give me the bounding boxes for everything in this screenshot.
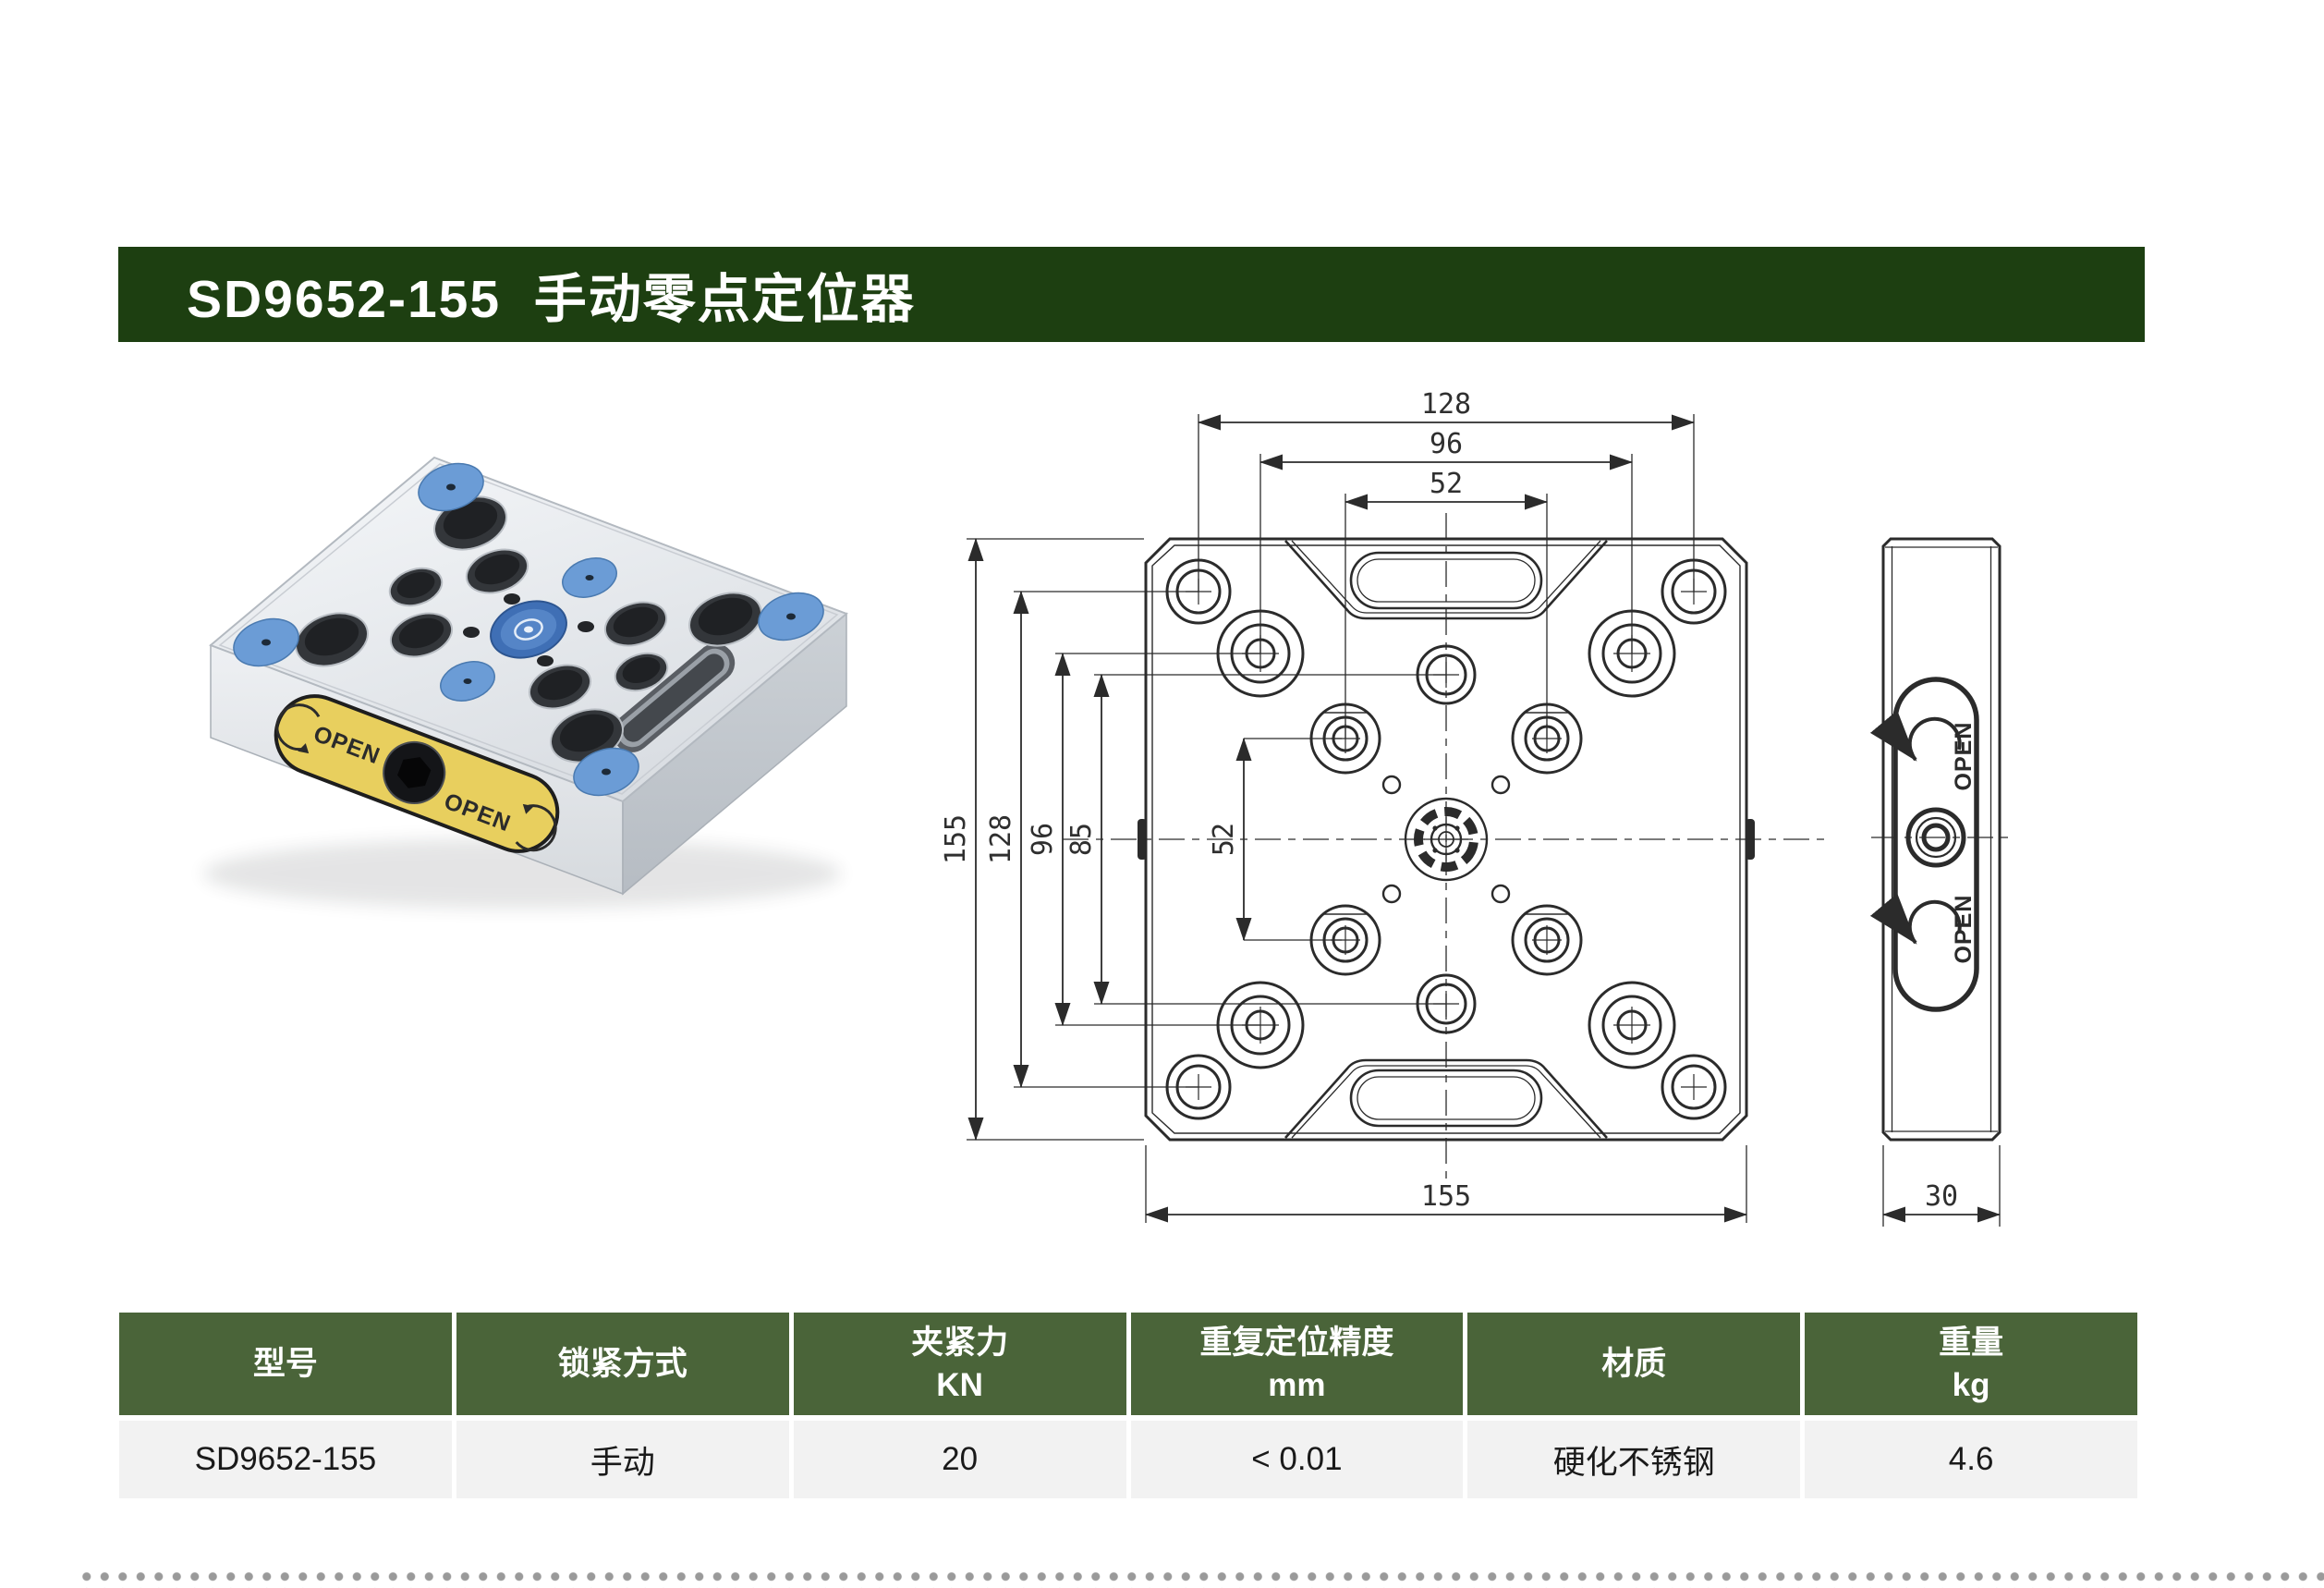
dim-top-52: 52 bbox=[1430, 468, 1463, 500]
side-open-top-text: OPEN bbox=[1951, 722, 1977, 791]
cell-clamp-force: 20 bbox=[793, 1421, 1126, 1498]
dim-inner-52: 52 bbox=[1208, 823, 1240, 856]
cell-model: SD9652-155 bbox=[119, 1421, 452, 1498]
small-holes bbox=[1381, 775, 1511, 904]
open-arrow-left-head bbox=[298, 743, 310, 754]
dim-left-85: 85 bbox=[1065, 823, 1098, 856]
col-header-lock-type: 锁紧方式 bbox=[456, 1313, 789, 1415]
dim-left-128: 128 bbox=[985, 814, 1017, 864]
col-header-material: 材质 bbox=[1467, 1313, 1801, 1415]
hex-socket-rim bbox=[383, 740, 446, 804]
technical-drawing: 128 96 52 155 128 96 85 52 155 30 OPEN O… bbox=[924, 388, 2162, 1239]
cell-weight: 4.6 bbox=[1805, 1421, 2137, 1498]
dim-bottom-155: 155 bbox=[1421, 1180, 1471, 1213]
blue-caps bbox=[233, 462, 824, 797]
open-label-plate: OPEN OPEN bbox=[274, 694, 560, 853]
side-knob bbox=[1905, 807, 1966, 868]
dim-top-96: 96 bbox=[1430, 428, 1463, 460]
product-photo-svg: OPEN OPEN bbox=[203, 456, 848, 909]
title-bar: SD9652-155 手动零点定位器 bbox=[118, 247, 2145, 342]
front-view-outline bbox=[1144, 537, 1748, 1142]
cell-repeat-accuracy: < 0.01 bbox=[1130, 1421, 1464, 1498]
open-arrow-left-icon bbox=[275, 703, 321, 751]
dim-top-128: 128 bbox=[1421, 388, 1471, 421]
dim-side-30: 30 bbox=[1925, 1180, 1958, 1213]
photo-shadow bbox=[203, 838, 841, 909]
cell-lock-type: 手动 bbox=[456, 1421, 789, 1498]
technical-drawing-svg: 128 96 52 155 128 96 85 52 155 30 OPEN O… bbox=[940, 388, 2010, 1227]
col-header-model: 型号 bbox=[119, 1313, 452, 1415]
open-arrow-right-head bbox=[522, 803, 534, 814]
counterbore-hole-shadows bbox=[304, 501, 753, 752]
dimension-lines bbox=[967, 414, 2002, 1223]
side-open-bottom-text: OPEN bbox=[1951, 895, 1977, 964]
cell-material: 硬化不锈钢 bbox=[1467, 1421, 1801, 1498]
pin-holes bbox=[463, 593, 594, 666]
page-title: SD9652-155 手动零点定位器 bbox=[187, 269, 916, 329]
dim-left-155: 155 bbox=[940, 814, 972, 864]
product-photo: OPEN OPEN bbox=[166, 407, 906, 924]
side-open-bottom bbox=[1870, 893, 1962, 945]
dim-left-96: 96 bbox=[1027, 823, 1059, 856]
side-stadium bbox=[1892, 677, 1979, 1012]
hex-socket-hex bbox=[397, 757, 432, 788]
perforation-dots bbox=[78, 1570, 2324, 1588]
handle-slot bbox=[612, 643, 736, 752]
plate-top-chamfer bbox=[218, 463, 839, 795]
open-arrow-right-icon bbox=[515, 804, 557, 852]
center-insert bbox=[490, 600, 567, 659]
side-view bbox=[1870, 537, 2002, 1142]
side-open-top bbox=[1870, 710, 1962, 762]
